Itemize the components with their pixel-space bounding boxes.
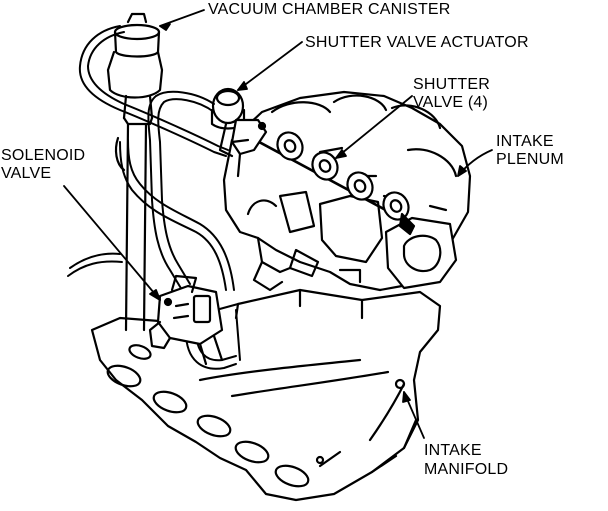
label-intake-plenum-line1: INTAKE bbox=[496, 133, 554, 150]
label-solenoid-valve-line2: VALVE bbox=[1, 165, 52, 182]
vacuum-canister-drawing bbox=[106, 12, 164, 332]
label-shutter-valve-actuator: SHUTTER VALVE ACTUATOR bbox=[305, 34, 529, 51]
label-intake-manifold-line1: INTAKE bbox=[424, 442, 482, 459]
label-intake-manifold-line2: MANIFOLD bbox=[424, 461, 509, 478]
label-vacuum-chamber-canister: VACUUM CHAMBER CANISTER bbox=[208, 1, 451, 18]
solenoid-valve-drawing bbox=[148, 274, 224, 366]
vacuum-hoses-drawing bbox=[67, 25, 241, 370]
shutter-valves-drawing bbox=[246, 131, 416, 236]
label-shutter-valve-line1: SHUTTER bbox=[413, 76, 490, 93]
label-solenoid-valve-line1: SOLENOID bbox=[1, 147, 86, 164]
label-intake-plenum-line2: PLENUM bbox=[496, 151, 564, 168]
shutter-valve-actuator-drawing bbox=[210, 87, 268, 178]
intake-plenum-drawing bbox=[222, 90, 472, 292]
leader-lines bbox=[63, 9, 493, 439]
label-shutter-valve-line2: VALVE (4) bbox=[413, 94, 489, 111]
